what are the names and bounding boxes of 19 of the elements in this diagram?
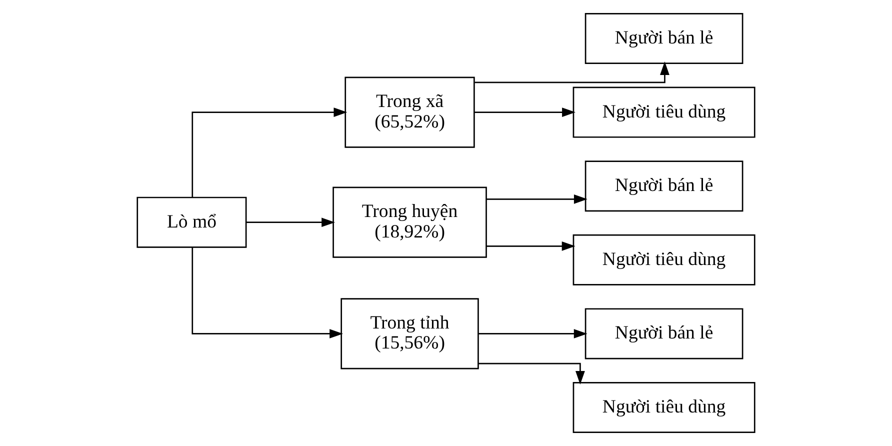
- arrow: [474, 62, 670, 84]
- node-box: Người bán lẻ: [584, 13, 744, 64]
- node-box: Người tiêu dùng: [572, 382, 756, 433]
- arrow: [192, 108, 348, 198]
- node-box: Người bán lẻ: [584, 160, 744, 212]
- arrow: [486, 241, 576, 251]
- node-box: Người tiêu dùng: [572, 86, 756, 138]
- node-box: Lò mổ: [136, 196, 247, 248]
- node-box: Người tiêu dùng: [572, 234, 756, 286]
- node-box: Trong huyện (18,92%): [332, 186, 487, 258]
- arrow: [474, 108, 576, 117]
- arrow: [246, 218, 336, 228]
- node-box: Người bán lẻ: [584, 308, 744, 360]
- arrow: [478, 329, 588, 338]
- arrow: [478, 362, 585, 384]
- node-box: Trong tỉnh (15,56%): [340, 298, 479, 370]
- arrow: [192, 248, 344, 338]
- arrow: [486, 194, 588, 204]
- node-box: Trong xã (65,52%): [344, 76, 475, 148]
